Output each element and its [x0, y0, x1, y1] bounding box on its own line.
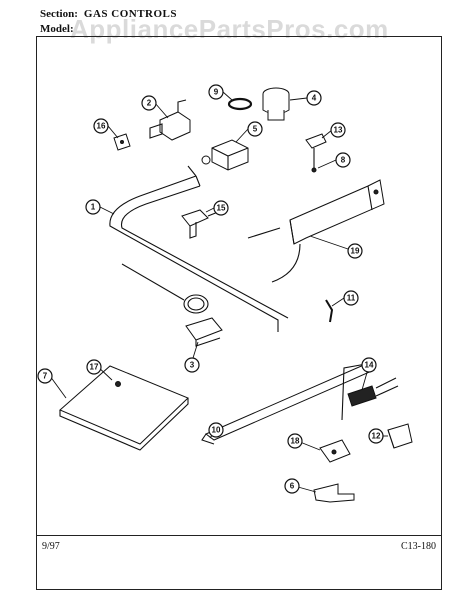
model-label: Model:: [40, 23, 74, 35]
part-5-valve-block: [201, 139, 249, 171]
part-11-clip: [325, 299, 334, 323]
svg-text:17: 17: [90, 363, 99, 372]
part-19-bracket: [247, 179, 385, 283]
section-label: Section:: [40, 8, 78, 20]
callout-15: 15: [213, 200, 229, 216]
svg-text:10: 10: [212, 426, 221, 435]
svg-text:7: 7: [43, 372, 48, 381]
model-heading: Model:: [40, 23, 74, 35]
callout-17: 17: [86, 359, 102, 375]
svg-text:19: 19: [351, 247, 360, 256]
callout-6: 6: [284, 478, 300, 494]
part-9-o-ring: [227, 97, 253, 111]
callout-18: 18: [287, 433, 303, 449]
footer-date: 9/97: [42, 541, 60, 552]
callout-1: 1: [85, 199, 101, 215]
svg-text:15: 15: [217, 204, 226, 213]
svg-text:18: 18: [291, 437, 300, 446]
svg-text:3: 3: [190, 361, 195, 370]
svg-text:9: 9: [214, 88, 219, 97]
svg-text:1: 1: [91, 203, 96, 212]
svg-text:4: 4: [312, 94, 317, 103]
svg-text:14: 14: [365, 361, 374, 370]
callout-16: 16: [93, 118, 109, 134]
part-18-block: [319, 439, 351, 463]
part-14-igniter: [347, 377, 399, 407]
footer-code: C13-180: [401, 541, 436, 552]
svg-text:12: 12: [372, 432, 381, 441]
callout-7: 7: [37, 368, 53, 384]
diagram-frame: [36, 36, 442, 590]
part-3-thermostat: [121, 263, 223, 347]
callout-10: 10: [208, 422, 224, 438]
part-1-manifold: [109, 165, 289, 332]
callout-11: 11: [343, 290, 359, 306]
callout-9: 9: [208, 84, 224, 100]
callout-2: 2: [141, 95, 157, 111]
part-6-bracket: [313, 483, 355, 503]
part-7-heat-shield: [59, 365, 189, 451]
callout-5: 5: [247, 121, 263, 137]
svg-text:5: 5: [253, 125, 258, 134]
footer-divider: [36, 535, 442, 536]
svg-text:6: 6: [290, 482, 295, 491]
part-4-regulator: [262, 87, 290, 121]
svg-text:13: 13: [334, 126, 343, 135]
watermark: AppliancePartsPros.com: [70, 14, 389, 44]
svg-text:2: 2: [147, 99, 152, 108]
part-12-block: [387, 423, 413, 449]
section-value: GAS CONTROLS: [83, 8, 177, 20]
callout-13: 13: [330, 122, 346, 138]
svg-text:11: 11: [347, 294, 356, 303]
svg-text:8: 8: [341, 156, 346, 165]
callout-19: 19: [347, 243, 363, 259]
part-10-bracket: [201, 363, 375, 445]
callout-8: 8: [335, 152, 351, 168]
callout-12: 12: [368, 428, 384, 444]
callout-4: 4: [306, 90, 322, 106]
part-13-bracket: [305, 133, 327, 173]
section-heading: Section: GAS CONTROLS: [40, 8, 177, 20]
callout-3: 3: [184, 357, 200, 373]
part-2-valve: [149, 99, 191, 141]
callout-14: 14: [361, 357, 377, 373]
svg-text:16: 16: [97, 122, 106, 131]
part-15-burner-valve: [181, 209, 219, 239]
